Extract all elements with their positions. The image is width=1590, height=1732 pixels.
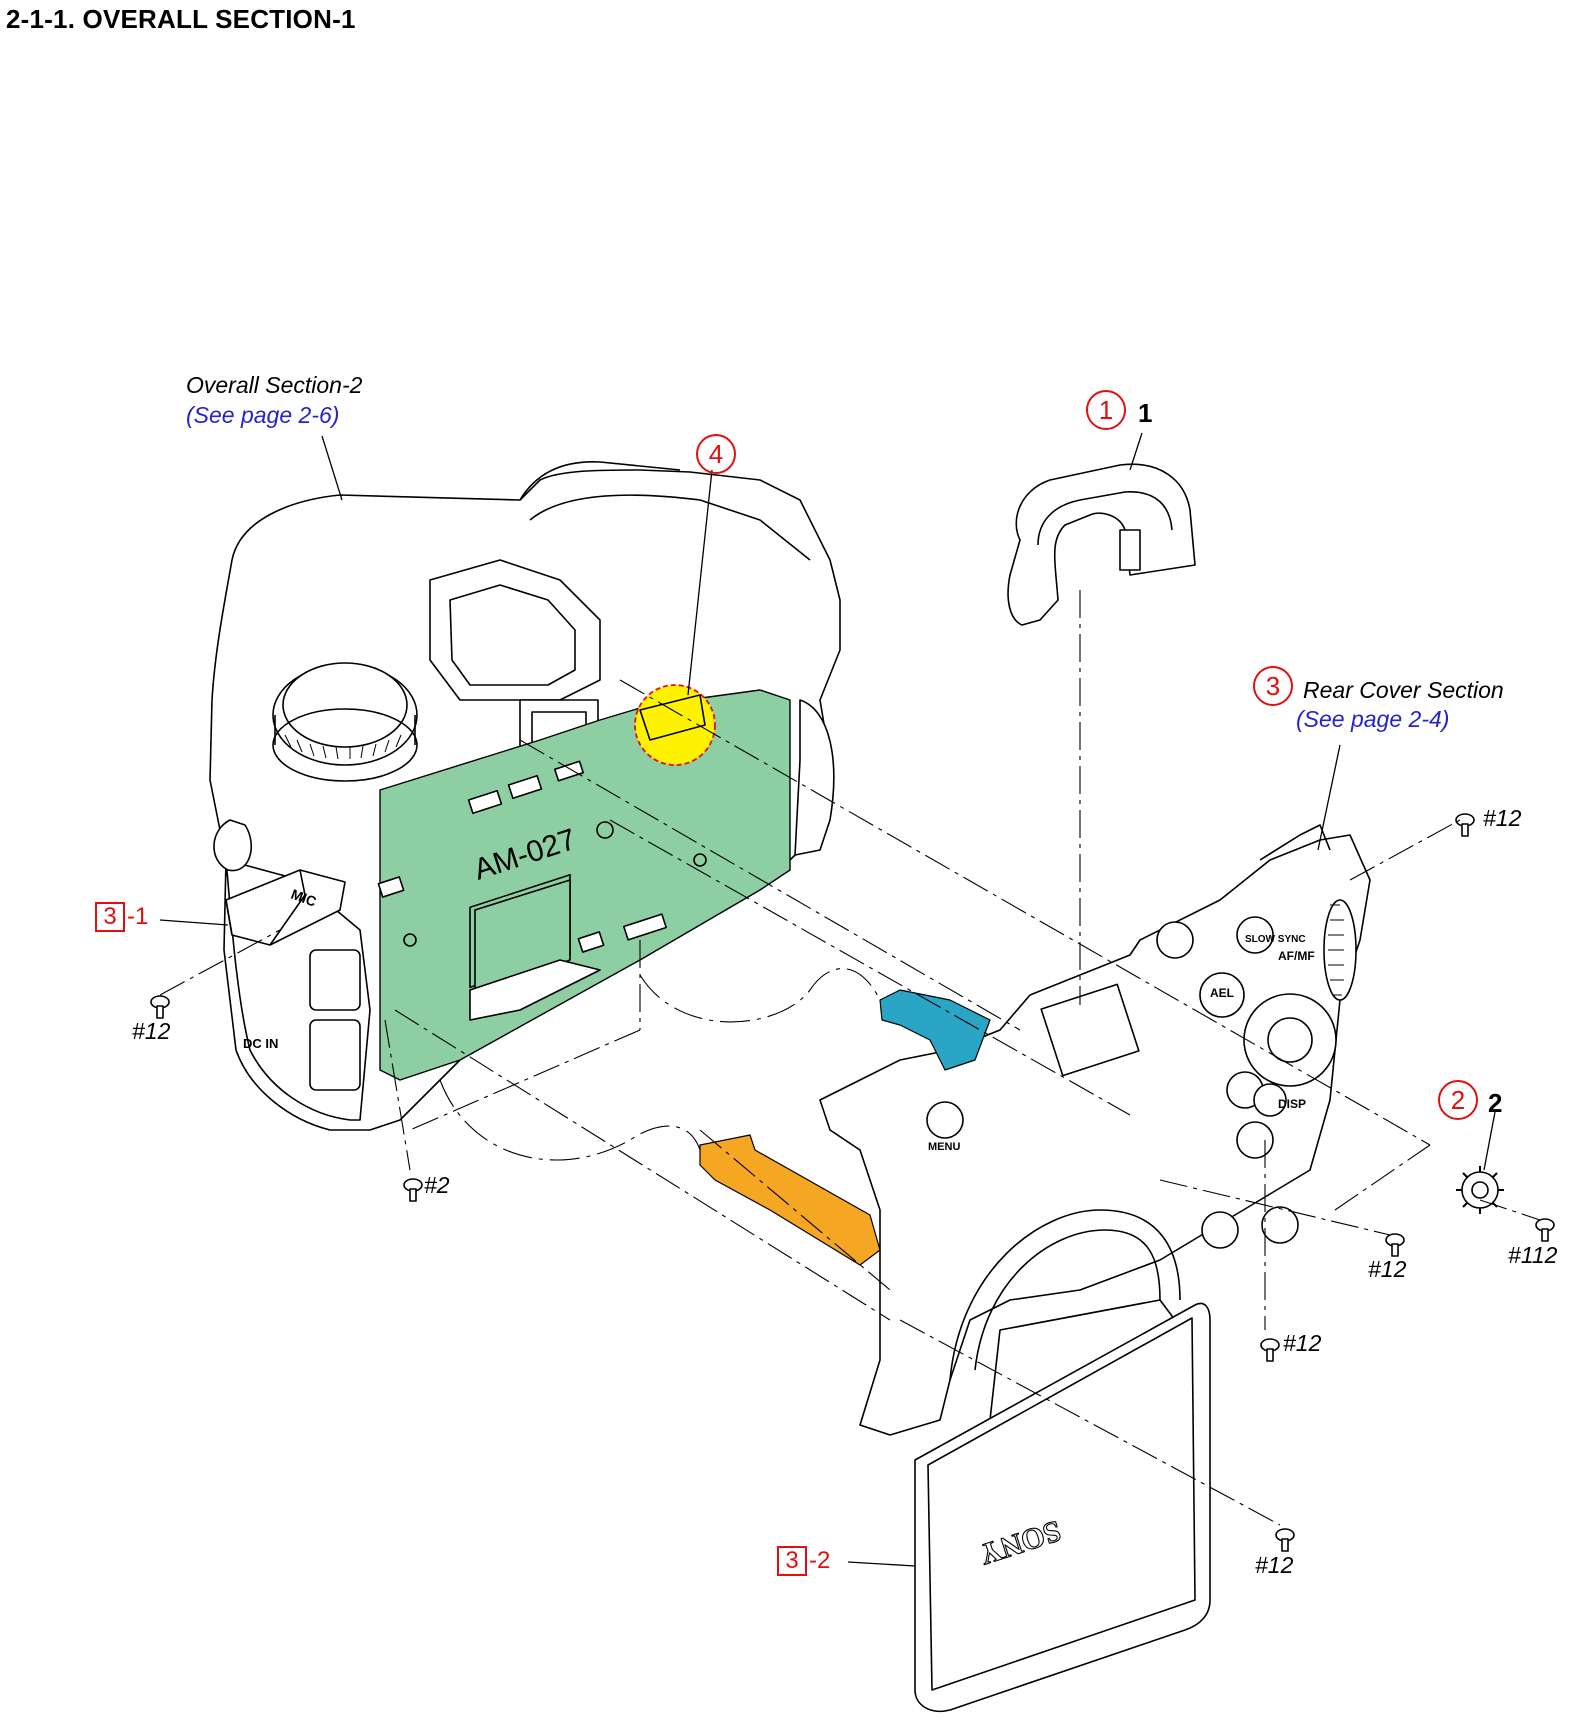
callout-circle-2: 2 — [1438, 1080, 1478, 1120]
rear-cover-section: AEL SLOW SYNC AF/MF DISP MENU — [819, 824, 1371, 1436]
lcd-monitor: SONY — [914, 1299, 1211, 1712]
screw-label-mid-right: #12 — [1368, 1256, 1407, 1282]
part-number-2: 2 — [1488, 1088, 1503, 1118]
screw-label-center: #12 — [1283, 1330, 1322, 1356]
screw-label-far-right: #112 — [1508, 1242, 1558, 1268]
boxed-ref-3-2: 3-2 — [777, 1546, 830, 1576]
boxed-ref-3-1: 3-1 — [95, 902, 148, 932]
dc-in-label: DC IN — [243, 1036, 278, 1051]
screws — [150, 813, 1555, 1552]
part-number-1: 1 — [1138, 398, 1153, 428]
slow-sync-label: SLOW SYNC — [1245, 934, 1306, 945]
callout-circle-3: 3 — [1253, 666, 1293, 706]
disp-label: DISP — [1278, 1097, 1306, 1111]
flex-cable-blue — [879, 989, 991, 1071]
eyecup-part-1 — [1007, 463, 1196, 626]
screw-label-bottom: #12 — [1255, 1552, 1294, 1578]
main-board-am-027: AM-027 — [377, 689, 791, 1081]
screw-label-bottom-left: #2 — [424, 1172, 450, 1198]
menu-label: MENU — [928, 1141, 960, 1153]
assembly-lines — [159, 590, 1541, 1526]
page-title: 2-1-1. OVERALL SECTION-1 — [6, 4, 356, 34]
callout-circle-1: 1 — [1086, 390, 1126, 430]
ael-button-label: AEL — [1210, 986, 1234, 1000]
dial-gear-part-2 — [1456, 1166, 1504, 1214]
leader-lines — [159, 432, 1496, 1567]
screw-label-top-right: #12 — [1483, 805, 1522, 831]
callout-circle-4: 4 — [696, 434, 736, 474]
overall-section-2-ref-link[interactable]: (See page 2-6) — [186, 402, 340, 428]
af-mf-label: AF/MF — [1278, 949, 1315, 963]
flex-cable-orange — [699, 1134, 881, 1266]
screw-label-left: #12 — [132, 1018, 171, 1044]
rear-cover-ref-link[interactable]: (See page 2-4) — [1296, 706, 1450, 732]
rear-cover-section-label: Rear Cover Section — [1303, 677, 1504, 703]
overall-section-2-label: Overall Section-2 — [186, 372, 363, 398]
